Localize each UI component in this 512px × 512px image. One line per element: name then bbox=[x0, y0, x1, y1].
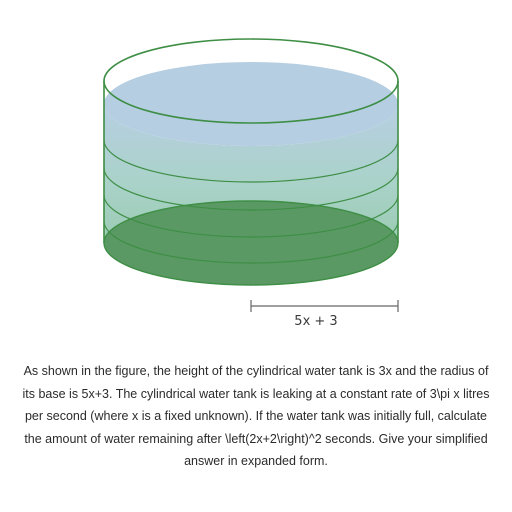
level-ring bbox=[104, 194, 398, 238]
radius-dimension bbox=[250, 300, 399, 312]
tank-bottom-outline bbox=[103, 200, 399, 286]
level-ring bbox=[104, 167, 398, 211]
radius-label: 5x + 3 bbox=[294, 314, 337, 329]
level-ring bbox=[104, 220, 398, 264]
cylinder-tank-figure: 5x + 3 bbox=[103, 38, 399, 329]
level-ring bbox=[104, 139, 398, 183]
tank-bottom bbox=[104, 201, 398, 285]
water-surface bbox=[104, 62, 398, 146]
question-text: As shown in the figure, the height of th… bbox=[22, 364, 490, 468]
